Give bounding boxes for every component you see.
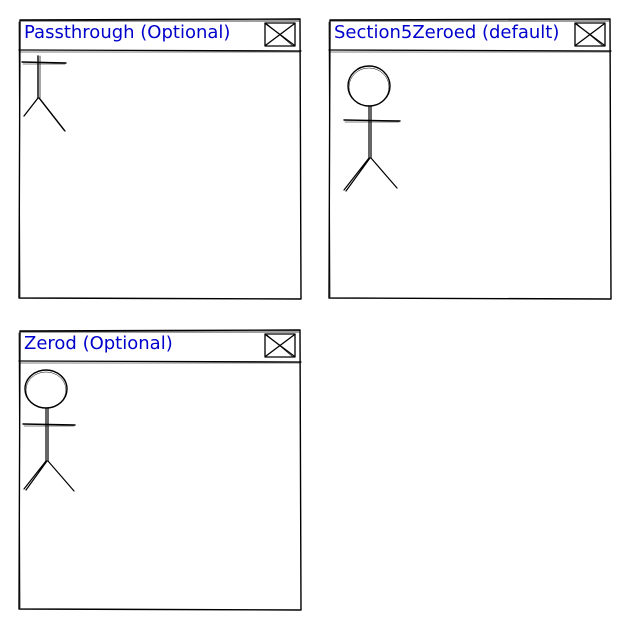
panel-zerod: Zerod (Optional) bbox=[18, 329, 302, 611]
stick-figure-icon bbox=[22, 369, 76, 492]
panel-title: Section5Zeroed (default) bbox=[334, 22, 560, 43]
panel-frame bbox=[328, 18, 612, 300]
panel-passthrough: Passthrough (Optional) bbox=[18, 18, 302, 300]
close-box-icon[interactable] bbox=[264, 333, 296, 359]
stick-figure-icon bbox=[343, 65, 401, 192]
close-box-icon[interactable] bbox=[264, 22, 296, 48]
close-box-icon[interactable] bbox=[574, 22, 606, 48]
panel-frame bbox=[18, 329, 302, 611]
panel-frame bbox=[18, 18, 302, 300]
stick-figure-icon bbox=[21, 55, 67, 132]
panel-section5zeroed: Section5Zeroed (default) bbox=[328, 18, 612, 300]
panel-title: Zerod (Optional) bbox=[24, 333, 173, 354]
panel-title: Passthrough (Optional) bbox=[24, 22, 231, 43]
